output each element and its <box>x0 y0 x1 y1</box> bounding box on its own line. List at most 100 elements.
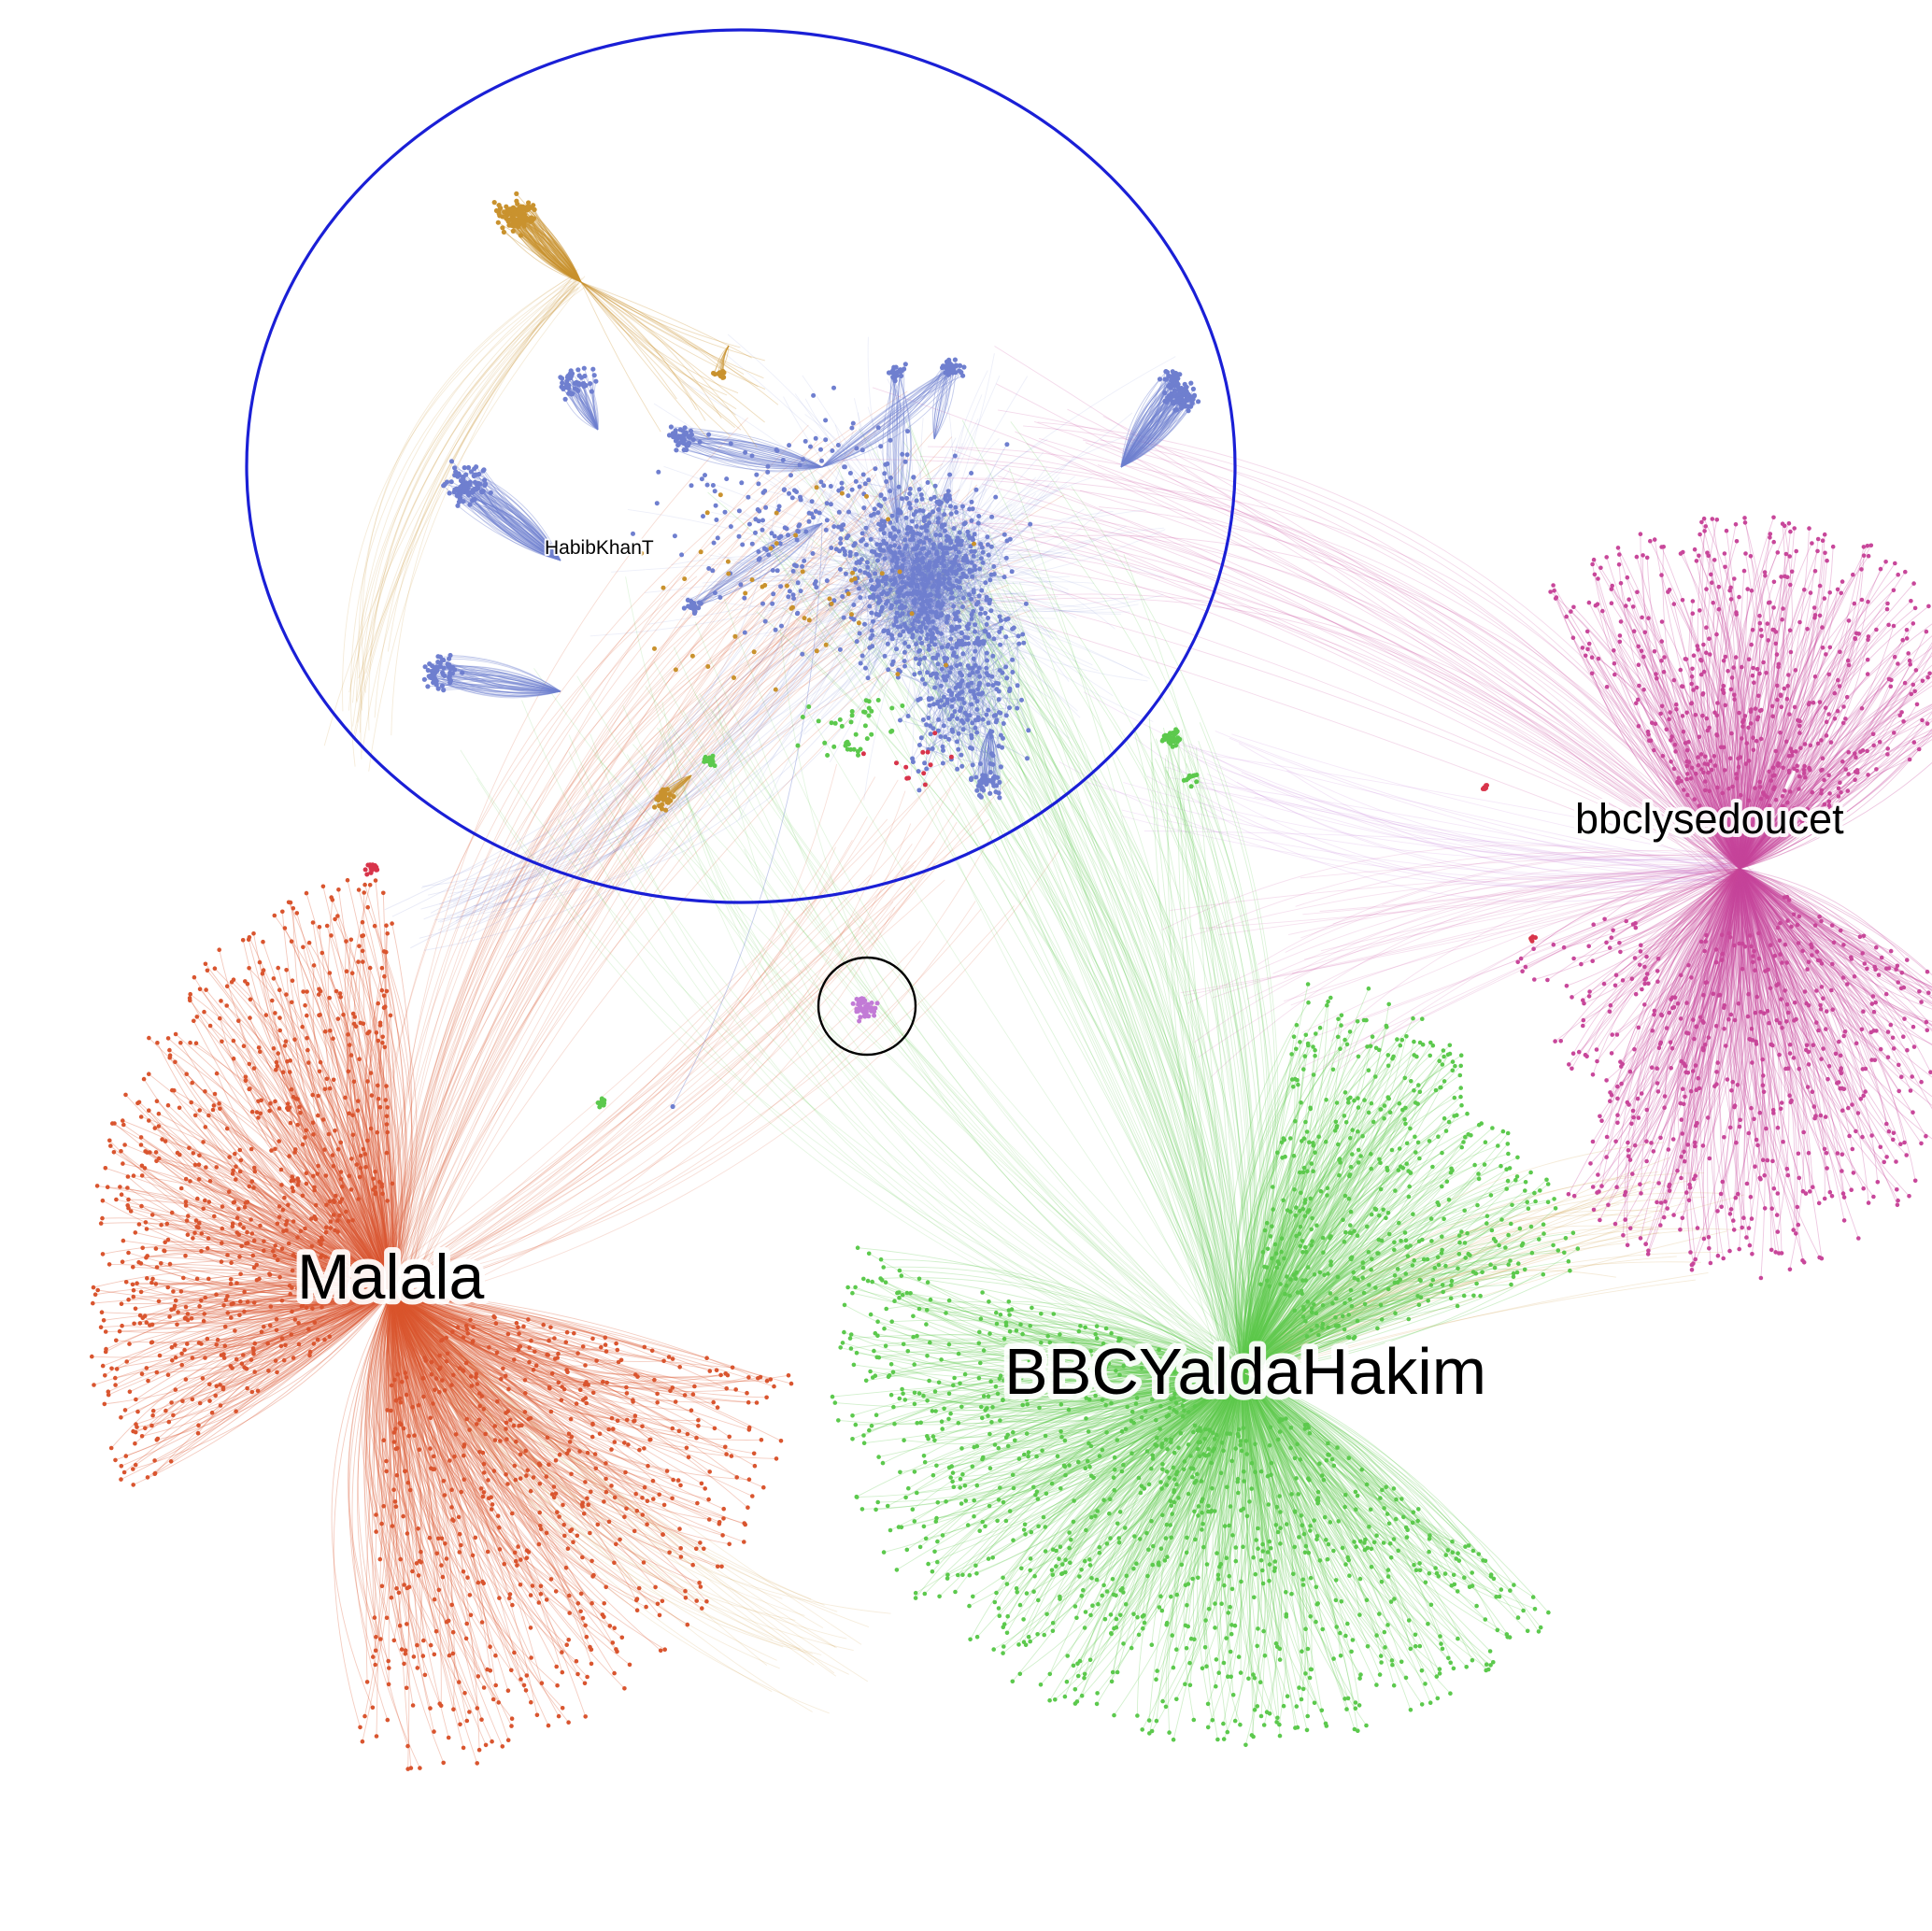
edge-593 <box>905 617 947 627</box>
edge-195 <box>568 734 1243 1370</box>
edge-347 <box>1058 761 1754 887</box>
edge-322 <box>1186 868 1742 1004</box>
edge-77 <box>382 864 915 1297</box>
edge-97 <box>374 816 868 1285</box>
edge-206 <box>682 710 1251 1367</box>
edge-325 <box>1121 809 1754 881</box>
edge-553 <box>913 571 948 629</box>
edge-466 <box>430 511 902 914</box>
edge-415 <box>389 1270 805 1616</box>
edge-45 <box>393 417 748 1307</box>
edge-24 <box>376 528 749 1279</box>
edge-850 <box>859 594 970 634</box>
edge-504 <box>365 277 579 674</box>
edge-267 <box>998 540 1725 873</box>
edge-358 <box>1234 1180 1652 1367</box>
edge-168 <box>986 660 1238 1360</box>
edge-392 <box>374 1290 768 1666</box>
edge-460 <box>448 589 861 902</box>
edge-452 <box>455 565 801 922</box>
edge-286 <box>1319 862 1731 912</box>
edge-376 <box>1232 1197 1706 1363</box>
edge-39 <box>396 436 953 1285</box>
edge-183 <box>862 554 1231 1382</box>
edge-329 <box>1132 736 1732 889</box>
edge-418 <box>388 1283 783 1599</box>
edge-224 <box>626 754 1254 1365</box>
edge-395 <box>391 1271 773 1693</box>
edge-31 <box>390 573 862 1292</box>
edge-695 <box>845 573 871 598</box>
edge-400 <box>402 1294 824 1628</box>
edge-85 <box>393 777 1013 1289</box>
edge-800 <box>922 510 938 561</box>
edge-374 <box>1240 1178 1634 1374</box>
edge-226 <box>653 661 1251 1368</box>
edge-175 <box>889 597 1234 1366</box>
edge-79 <box>395 830 995 1295</box>
edge-2415 <box>580 281 741 348</box>
edge-484 <box>506 519 835 958</box>
edge-231 <box>593 754 1248 1372</box>
edge-308 <box>1322 860 1749 1068</box>
edge-293 <box>1184 869 1734 997</box>
edge-477 <box>439 499 878 923</box>
edge-963 <box>930 580 958 596</box>
edge-62 <box>396 483 866 1300</box>
edge-174 <box>870 632 1252 1383</box>
edge-434 <box>1169 747 1245 1374</box>
edge-238 <box>1102 416 1739 866</box>
edge-291 <box>1161 845 1732 930</box>
edge-431 <box>1148 716 1245 1388</box>
edge-476 <box>456 520 838 918</box>
edge-432 <box>1172 730 1263 1366</box>
edge-105 <box>898 480 1224 1377</box>
edge-723 <box>859 562 870 678</box>
edge-103 <box>402 905 1015 1294</box>
edge-317 <box>1284 873 1742 980</box>
edge-298 <box>1198 866 1723 1058</box>
edge-352 <box>1144 831 1751 860</box>
edge-133 <box>1010 421 1268 1380</box>
edge-247 <box>1088 537 1745 872</box>
edge-396 <box>394 1299 862 1645</box>
edge-463 <box>420 547 877 888</box>
edge-280 <box>994 346 1740 869</box>
edge-426 <box>1178 734 1237 1399</box>
edge-layer <box>92 193 1932 1769</box>
edge-295 <box>1295 850 1726 907</box>
edge-92 <box>402 763 838 1284</box>
edge-384 <box>1223 1216 1652 1374</box>
edge-123 <box>907 545 1253 1371</box>
edge-369 <box>1240 1228 1703 1376</box>
edge-309 <box>1285 863 1742 953</box>
edge-390 <box>385 1298 849 1675</box>
edge-288 <box>1219 885 1735 936</box>
edge-863 <box>862 535 973 540</box>
edge-81 <box>389 940 921 1295</box>
edge-41 <box>386 577 927 1301</box>
edge-446 <box>1162 727 1262 1384</box>
edge-334 <box>1165 766 1720 873</box>
edge-433 <box>1182 774 1249 1375</box>
edge-399 <box>399 1280 815 1666</box>
edge-527 <box>904 644 949 653</box>
edge-42 <box>392 562 893 1299</box>
edge-30 <box>398 570 857 1285</box>
edge-507 <box>356 276 575 702</box>
edge-50 <box>403 490 952 1283</box>
edge-509 <box>391 277 580 736</box>
edge-411 <box>394 1277 835 1674</box>
edge-98 <box>388 902 894 1287</box>
edge-413 <box>393 1296 780 1669</box>
edge-75 <box>387 840 853 1300</box>
edge-667 <box>948 495 976 625</box>
edge-48 <box>390 459 832 1297</box>
edge-478 <box>455 530 966 887</box>
edge-297 <box>1194 876 1740 1044</box>
edge-386 <box>1257 1203 1620 1369</box>
edge-936 <box>939 578 945 659</box>
edge-300 <box>1272 865 1732 974</box>
edge-987 <box>885 635 1019 657</box>
